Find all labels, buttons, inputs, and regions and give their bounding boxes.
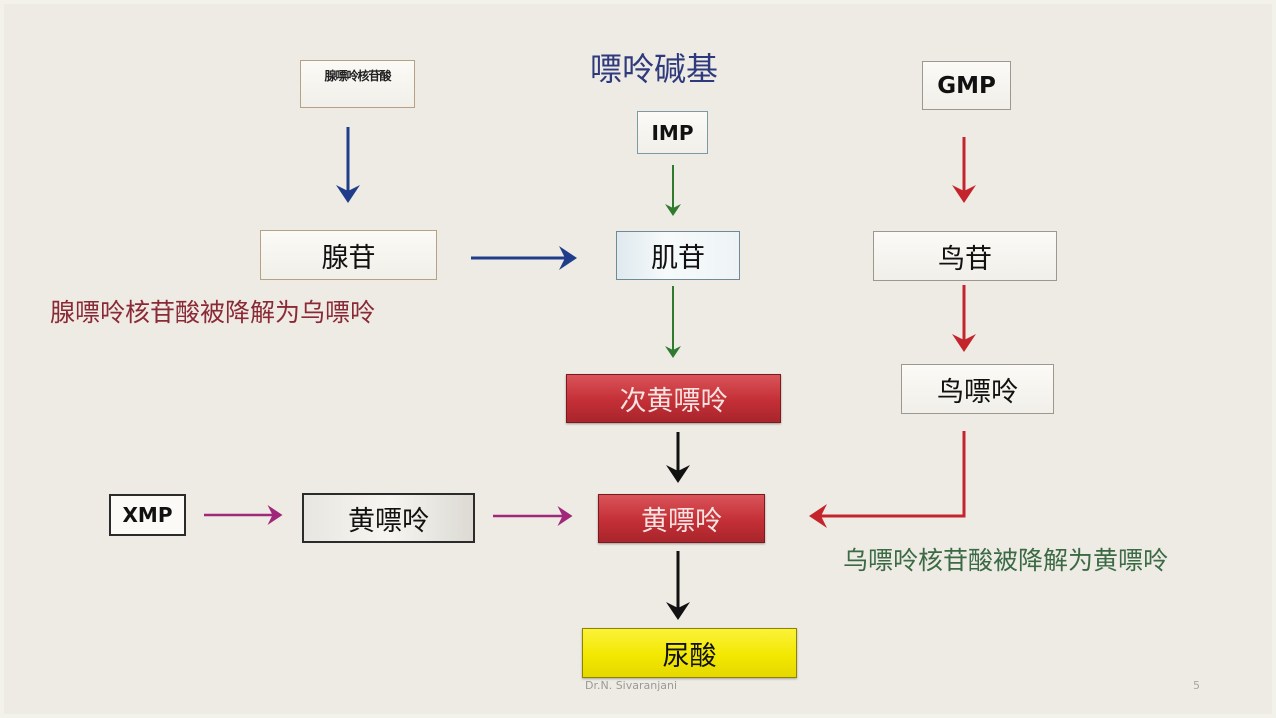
node-amp-label: 腺嘌呤核苷酸	[324, 69, 391, 83]
footer-author: Dr.N. Sivaranjani	[585, 679, 678, 692]
node-xanthine-center-label: 黄嘌呤	[641, 506, 722, 537]
node-adenosine-label: 腺苷	[321, 242, 376, 274]
node-xmp-label: XMP	[122, 503, 173, 527]
node-xanthine-left: 黄嘌呤	[302, 493, 475, 543]
page-number: 5	[1193, 679, 1200, 692]
adenine-degradation-note: 腺嘌呤核苷酸被降解为乌嘌呤	[50, 298, 376, 327]
node-adenosine: 腺苷	[260, 230, 437, 280]
arrow-guanine-to-xanthine	[809, 431, 966, 528]
diagram-title: 嘌呤碱基	[590, 50, 719, 88]
node-guanosine: 鸟苷	[873, 231, 1057, 281]
node-xanthine-center: 黄嘌呤	[598, 494, 765, 543]
node-uric-acid-label: 尿酸	[662, 640, 717, 672]
node-hypoxanthine: 次黄嘌呤	[566, 374, 781, 423]
node-guanine: 鸟嘌呤	[901, 364, 1054, 414]
node-imp-label: IMP	[651, 120, 694, 145]
node-gmp: GMP	[922, 61, 1011, 110]
node-xanthine-left-label: 黄嘌呤	[348, 505, 429, 537]
node-inosine-label: 肌苷	[651, 243, 705, 274]
node-amp: 腺嘌呤核苷酸	[300, 60, 415, 108]
node-hypoxanthine-label: 次黄嘌呤	[619, 386, 728, 417]
node-imp: IMP	[637, 111, 708, 154]
node-guanosine-label: 鸟苷	[938, 243, 992, 275]
node-guanine-label: 鸟嘌呤	[937, 376, 1018, 408]
node-xmp: XMP	[109, 494, 186, 536]
node-gmp-label: GMP	[937, 72, 996, 99]
node-uric-acid: 尿酸	[582, 628, 797, 678]
node-inosine: 肌苷	[616, 231, 740, 280]
guanine-degradation-note: 乌嘌呤核苷酸被降解为黄嘌呤	[843, 546, 1169, 575]
